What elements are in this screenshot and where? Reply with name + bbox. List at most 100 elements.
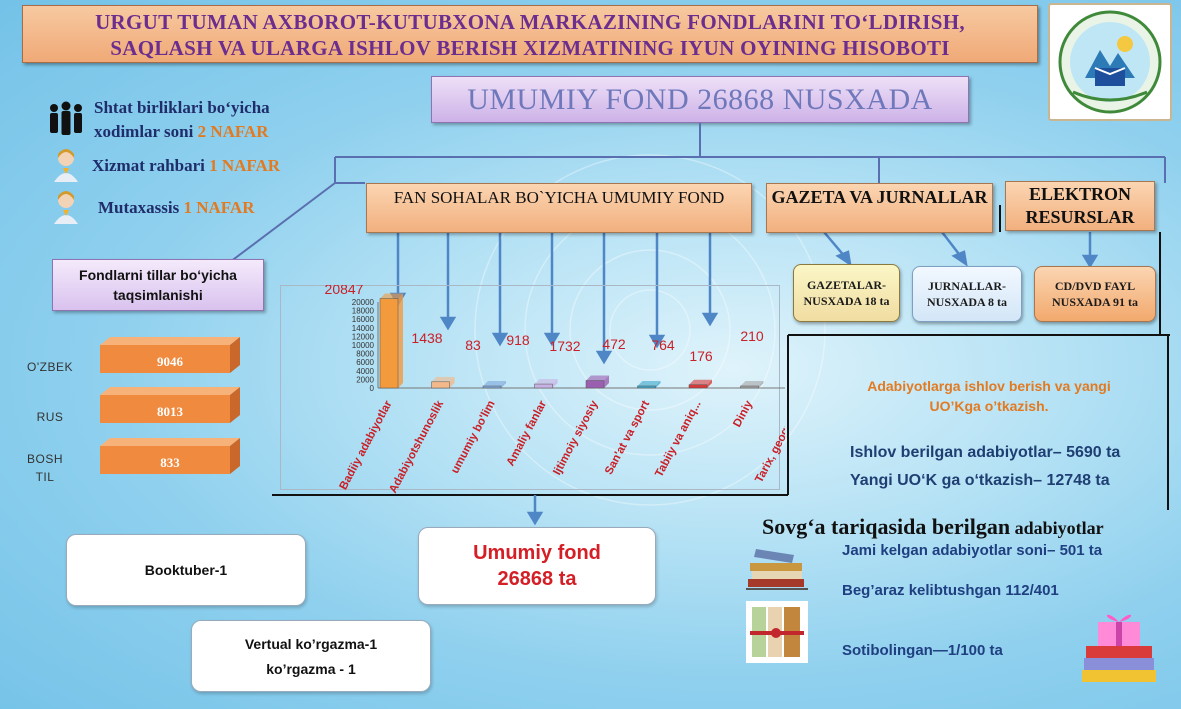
staff-specialist-count: 1 NAFAR xyxy=(183,198,255,217)
chart-data-label: 20847 xyxy=(325,285,364,297)
fund-bar-chart: 0200040006000800010000120001400016000180… xyxy=(325,285,785,495)
chart-y-tick-label: 8000 xyxy=(356,350,374,359)
language-label-rus: RUS xyxy=(36,410,64,424)
staff-total-text: Shtat birliklari bo‘yicha xodimlar soni … xyxy=(94,96,270,144)
jurnallar-box: JURNALLAR-NUSXADA 8 ta xyxy=(912,266,1022,322)
category-elektron-resurslar: ELEKTRON RESURSLAR xyxy=(1005,181,1155,231)
staff-total-label: xodimlar soni xyxy=(94,122,198,141)
chart-bar-side xyxy=(758,381,764,388)
total-fond-value: 26868 ta xyxy=(497,568,577,590)
chart-y-tick-label: 20000 xyxy=(352,298,375,307)
chart-bar xyxy=(431,381,450,389)
gifts-heading-tail: adabiyotlar xyxy=(1010,518,1104,538)
booktuber-label: Booktuber-1 xyxy=(144,562,228,578)
chart-y-tick-label: 12000 xyxy=(352,332,375,341)
chart-y-tick-label: 14000 xyxy=(352,324,375,333)
chart-bar xyxy=(534,383,553,389)
category-gazeta-jurnallar: GAZETA VA JURNALLAR xyxy=(766,183,993,233)
chart-data-label: 764 xyxy=(651,337,675,353)
female-staff-icon xyxy=(54,149,78,182)
virtual-exhibition-line1: Vertual ko’rgazma-1 xyxy=(244,635,378,652)
chart-data-label: 176 xyxy=(689,348,713,364)
staff-total-line2: xodimlar soni 2 NAFAR xyxy=(94,120,270,144)
gifts-free: Beg’araz kelibtushgan 112/401 xyxy=(842,582,1059,599)
library-emblem-icon xyxy=(1058,10,1162,114)
chart-bar-top xyxy=(586,375,609,381)
staff-head-text: Xizmat rahbari 1 NAFAR xyxy=(92,154,280,178)
language-label-uzbek: O'ZBEK xyxy=(27,360,73,374)
chart-category-label: Tarix, geografiya xyxy=(753,398,785,485)
language-value-bosh-til: 833 xyxy=(160,455,180,470)
processing-line1: Ishlov berilgan adabiyotlar– 5690 ta xyxy=(850,444,1121,461)
gift-box-books-icon xyxy=(1082,614,1156,682)
language-value-rus: 8013 xyxy=(157,404,183,419)
staff-specialist-text: Mutaxassis 1 NAFAR xyxy=(98,196,254,220)
category-fan-sohalar: FAN SOHALAR BO`YICHA UMUMIY FOND xyxy=(366,183,752,233)
total-fond-header: UMUMIY FOND 26868 NUSXADA xyxy=(431,76,969,123)
language-bars-graphic xyxy=(100,337,240,474)
languages-title: Fondlarni tillar bo‘yicha taqsimlanishi xyxy=(52,259,264,311)
chart-y-tick-label: 10000 xyxy=(352,341,375,350)
gifts-heading-main: Sovg‘a tariqasida berilgan xyxy=(762,514,1011,539)
chart-bar-side xyxy=(398,293,403,388)
gifts-total: Jami kelgan adabiyotlar soni– 501 ta xyxy=(842,542,1103,559)
chart-data-label: 472 xyxy=(602,336,626,352)
gifts-heading: Sovg‘a tariqasida berilgan adabiyotlar xyxy=(762,514,1104,540)
library-logo xyxy=(1048,3,1172,121)
gift-books-icon xyxy=(746,601,808,663)
chart-data-label: 918 xyxy=(506,332,530,348)
chart-category-label: Tabiiy va aniq... xyxy=(653,399,703,480)
booktuber-box: Booktuber-1 xyxy=(66,534,306,606)
chart-y-tick-label: 18000 xyxy=(352,307,375,316)
chart-y-tick-label: 4000 xyxy=(356,367,374,376)
chart-bar-side xyxy=(604,375,609,388)
chart-data-label: 1438 xyxy=(411,330,442,346)
chart-y-tick-label: 16000 xyxy=(352,315,375,324)
chart-category-label: Adabiyotshunoslik xyxy=(387,398,446,495)
chart-bar-side xyxy=(501,381,506,388)
chart-bar-top xyxy=(637,380,661,386)
chart-bar-top xyxy=(380,293,403,299)
chart-category-label: Badiiy adabiyotlar xyxy=(338,398,395,492)
chart-data-label: 1732 xyxy=(549,338,580,354)
chart-data-label: 83 xyxy=(465,337,481,353)
chart-category-label: Amaliy fanlar xyxy=(505,398,550,468)
cd-dvd-box: CD/DVD FAYL NUSXADA 91 ta xyxy=(1034,266,1156,322)
chart-bar-side xyxy=(707,379,712,388)
chart-data-label: 210 xyxy=(740,328,764,344)
language-label-bosh-til: BOSH TIL xyxy=(26,452,63,484)
gifts-bought: Sotibolingan—1/100 ta xyxy=(842,642,1003,659)
processing-line2: Yangi UO‘K ga o‘tkazish– 12748 ta xyxy=(850,472,1110,489)
chart-y-tick-label: 2000 xyxy=(356,375,374,384)
staff-total-row: Shtat birliklari bo‘yicha xodimlar soni … xyxy=(46,96,270,144)
total-fond-label: Umumiy fond xyxy=(473,542,601,564)
chart-bar-side xyxy=(655,380,661,388)
chart-y-tick-label: 0 xyxy=(370,384,375,393)
staff-total-count: 2 NAFAR xyxy=(197,122,269,141)
chart-bar-top xyxy=(689,379,712,385)
chart-category-label: umumiy bo'lim xyxy=(449,399,497,476)
chart-category-label: Diniy xyxy=(731,398,755,429)
virtual-exhibition-box: Vertual ko’rgazma-1 ko’rgazma - 1 xyxy=(191,620,431,692)
chart-bar xyxy=(482,385,502,389)
language-value-uzbek: 9046 xyxy=(157,354,183,369)
chart-bar-top xyxy=(483,381,506,386)
staff-total-line1: Shtat birliklari bo‘yicha xyxy=(94,98,270,117)
chart-bar xyxy=(688,384,708,389)
total-fond-box: Umumiy fond 26868 ta xyxy=(418,527,656,605)
staff-head-row: Xizmat rahbari 1 NAFAR xyxy=(52,148,280,184)
chart-bar-top xyxy=(740,381,764,386)
staff-specialist-row: Mutaxassis 1 NAFAR xyxy=(52,190,254,226)
chart-bar xyxy=(637,385,656,389)
chart-bar xyxy=(379,298,399,389)
report-title-line2: SAQLASH VA ULARGA ISHLOV BERISH XIZMATIN… xyxy=(110,36,950,60)
chart-bar-top xyxy=(534,379,558,385)
chart-bar xyxy=(585,380,605,389)
chart-bar xyxy=(740,385,759,389)
chart-y-tick-label: 6000 xyxy=(356,358,374,367)
gazetalar-box: GAZETALAR-NUSXADA 18 ta xyxy=(793,264,900,322)
chart-bar-side xyxy=(449,376,455,388)
books-stack-icon xyxy=(746,549,808,590)
